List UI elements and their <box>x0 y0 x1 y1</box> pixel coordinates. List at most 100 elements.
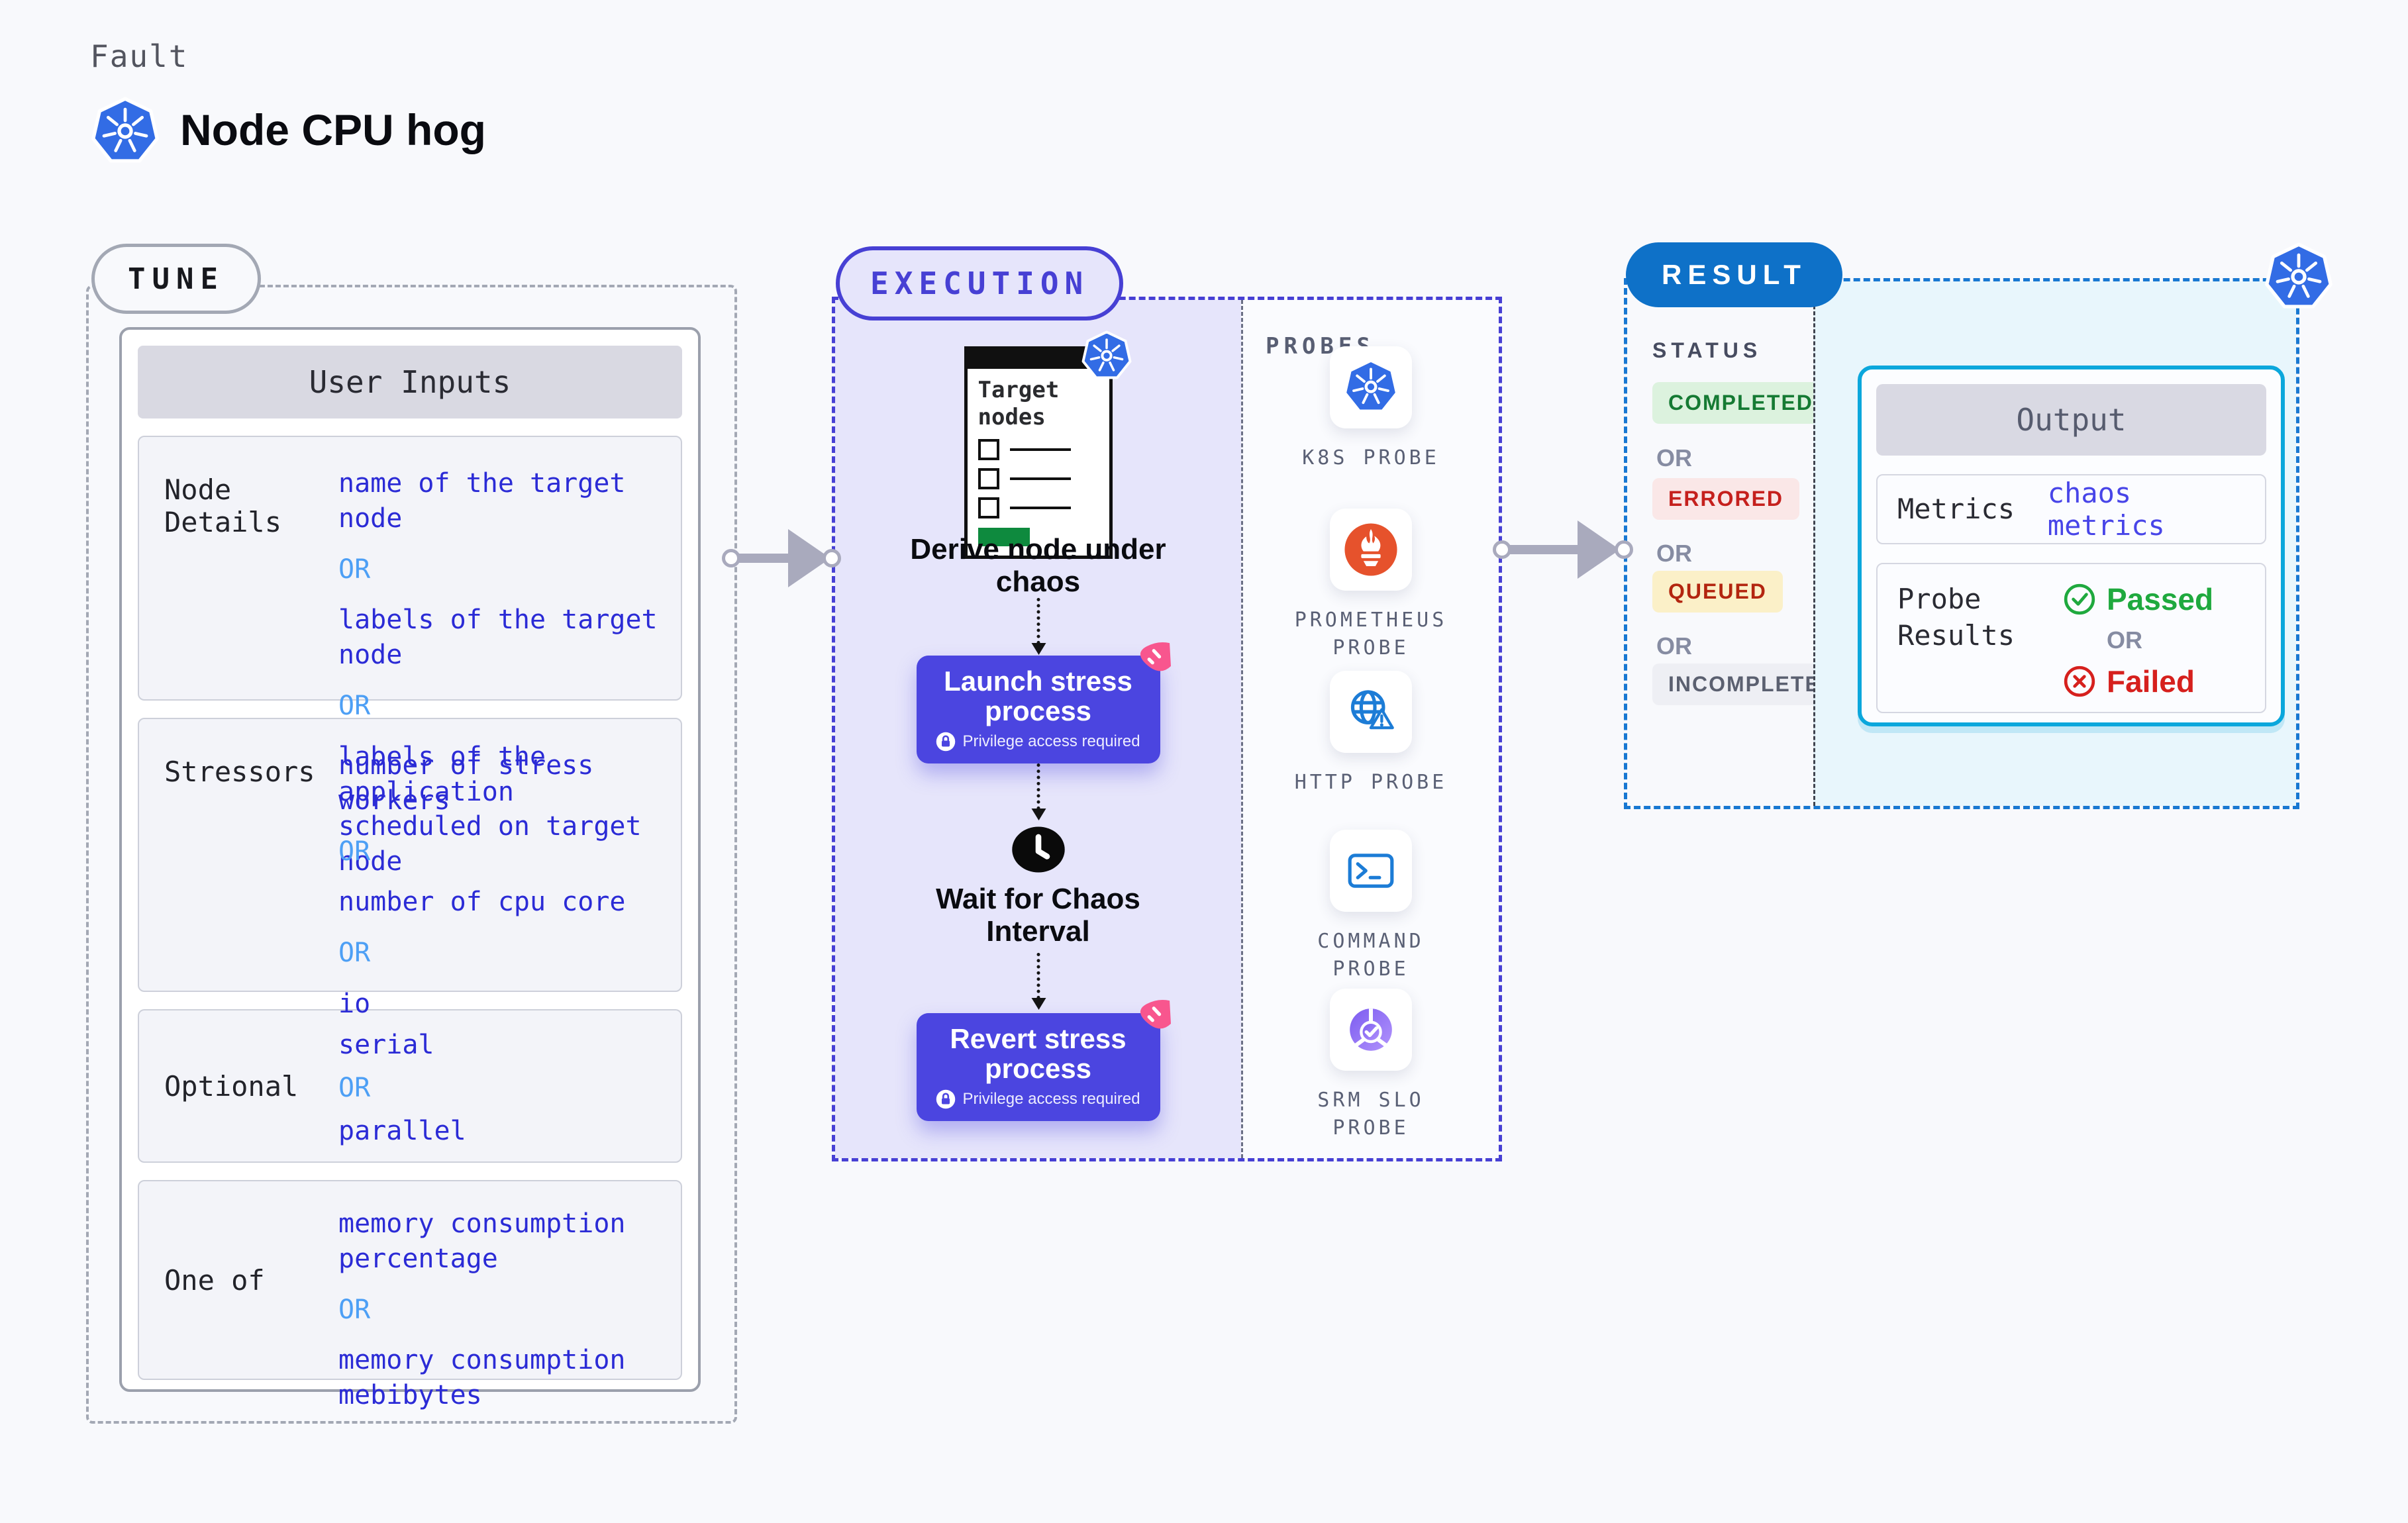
kubernetes-icon <box>90 97 160 167</box>
or-separator: OR <box>338 554 371 585</box>
button-label: Revert stress process <box>950 1023 1127 1085</box>
input-row-label: Node Details <box>164 473 282 538</box>
status-badge-queued: QUEUED <box>1652 571 1783 613</box>
or-separator: OR <box>338 938 371 969</box>
fault-eyebrow: Fault <box>90 38 189 74</box>
execution-to-result-arrow <box>1493 520 1633 579</box>
lock-icon <box>936 732 956 752</box>
probes-panel: PROBES K8S PROBE PROMETHEUS PROBE HTTP P… <box>1241 300 1499 1158</box>
terminal-icon <box>1342 842 1399 899</box>
probe-card <box>1330 346 1412 428</box>
launch-stress-process-button: Launch stress process Privilege access r… <box>916 656 1160 763</box>
input-option: labels of the application scheduled on t… <box>338 741 642 877</box>
input-option: serial <box>338 1030 434 1060</box>
checkbox-icon <box>978 467 999 489</box>
or-separator: OR <box>338 1294 371 1325</box>
probe-item: K8S PROBE <box>1278 346 1464 472</box>
or-separator: OR <box>2107 626 2142 654</box>
execution-badge: EXECUTION <box>836 246 1124 320</box>
tune-badge: TUNE <box>91 244 261 314</box>
probe-item: COMMAND PROBE <box>1278 830 1464 983</box>
probe-name: SRM SLO PROBE <box>1317 1089 1425 1140</box>
input-row-optional: Optional serial OR parallel <box>138 1009 682 1163</box>
green-block <box>978 527 1030 546</box>
button-label: Launch stress process <box>944 665 1132 727</box>
result-badge: RESULT <box>1626 242 1842 307</box>
k8s-icon <box>1342 359 1399 416</box>
page-title: Node CPU hog <box>180 105 486 154</box>
metrics-label: Metrics <box>1897 492 2015 525</box>
probe-card <box>1330 509 1412 591</box>
or-separator: OR <box>1656 632 1692 660</box>
probe-item: HTTP PROBE <box>1278 671 1464 797</box>
http-globe-warning-icon <box>1342 683 1399 740</box>
chaos-pink-icon <box>1130 997 1174 1036</box>
input-row-stressors: Stressors number of stress workers OR nu… <box>138 718 682 1019</box>
flow-down-arrow <box>1031 953 1046 1010</box>
slo-gauge-check-icon <box>1342 1001 1399 1058</box>
user-inputs-title: User Inputs <box>138 346 682 418</box>
input-option: memory consumption percentage <box>338 1208 626 1274</box>
passed-label: Passed <box>2107 582 2214 616</box>
input-row-one-of: One of memory consumption percentage OR … <box>138 1180 682 1410</box>
tune-section <box>86 285 737 1424</box>
failed-label: Failed <box>2107 664 2195 699</box>
lock-icon <box>936 1089 956 1109</box>
derive-node-caption: Derive node under chaos <box>910 533 1166 599</box>
status-badge-completed: COMPLETED <box>1652 382 1829 424</box>
privilege-note: Privilege access required <box>962 1089 1140 1108</box>
input-row-node-details: Node Details name of the target node OR … <box>138 436 682 877</box>
or-separator: OR <box>1656 540 1692 567</box>
status-badge-errored: ERRORED <box>1652 478 1800 520</box>
input-option: labels of the target node <box>338 605 658 671</box>
target-nodes-graphic: Target nodes <box>964 346 1113 559</box>
probe-card <box>1330 830 1412 912</box>
kubernetes-icon <box>1081 330 1132 382</box>
result-section: STATUS COMPLETED OR ERRORED OR QUEUED OR… <box>1624 278 2299 809</box>
tune-to-execution-arrow <box>722 528 841 588</box>
privilege-note: Privilege access required <box>962 732 1140 750</box>
revert-stress-process-button: Revert stress process Privilege access r… <box>916 1013 1160 1121</box>
probe-card <box>1330 671 1412 753</box>
clock-icon <box>1009 824 1068 875</box>
or-separator: OR <box>338 690 371 721</box>
output-panel: Output Metrics chaos metrics Probe Resul… <box>1813 281 2296 806</box>
input-option: number of cpu core <box>338 887 626 918</box>
probe-results-label: Probe Results <box>1897 583 2015 652</box>
probe-name: HTTP PROBE <box>1294 771 1448 794</box>
failed-cross-icon <box>2063 665 2096 698</box>
input-option: number of stress workers <box>338 750 594 816</box>
input-row-label: One of <box>164 1263 265 1297</box>
output-title: Output <box>1876 384 2266 456</box>
or-separator: OR <box>1656 444 1692 471</box>
probe-item: SRM SLO PROBE <box>1278 989 1464 1142</box>
input-option: parallel <box>338 1115 466 1146</box>
execution-section: Target nodes Derive node under chaos Lau… <box>832 297 1502 1161</box>
probe-name: K8S PROBE <box>1302 446 1440 469</box>
target-nodes-title: Target nodes <box>978 377 1060 430</box>
probe-item: PROMETHEUS PROBE <box>1278 509 1464 662</box>
probe-card <box>1330 989 1412 1071</box>
user-inputs-card: User Inputs Node Details name of the tar… <box>119 327 701 1410</box>
checkbox-icon <box>978 438 999 460</box>
input-row-label: Stressors <box>164 756 315 788</box>
metrics-row: Metrics chaos metrics <box>1876 474 2266 544</box>
output-card: Output Metrics chaos metrics Probe Resul… <box>1858 366 2285 726</box>
execution-flow-panel: Target nodes Derive node under chaos Lau… <box>835 300 1241 1158</box>
input-option: name of the target node <box>338 468 626 534</box>
status-column: STATUS COMPLETED OR ERRORED OR QUEUED OR… <box>1627 281 1853 806</box>
metrics-value: chaos metrics <box>2047 477 2165 542</box>
probe-name: COMMAND PROBE <box>1317 930 1425 981</box>
probe-name: PROMETHEUS PROBE <box>1294 609 1448 660</box>
input-row-label: Optional <box>164 1069 299 1103</box>
chaos-pink-icon <box>1130 640 1174 678</box>
probe-results-row: Probe Results Passed OR Failed <box>1876 563 2266 713</box>
flow-down-arrow <box>1031 763 1046 820</box>
wait-caption: Wait for Chaos Interval <box>936 883 1140 948</box>
or-separator: OR <box>338 1072 371 1103</box>
passed-check-icon <box>2063 583 2096 616</box>
prometheus-icon <box>1342 521 1399 578</box>
flow-down-arrow <box>1031 598 1046 655</box>
input-option: memory consumption mebibytes <box>338 1345 626 1411</box>
